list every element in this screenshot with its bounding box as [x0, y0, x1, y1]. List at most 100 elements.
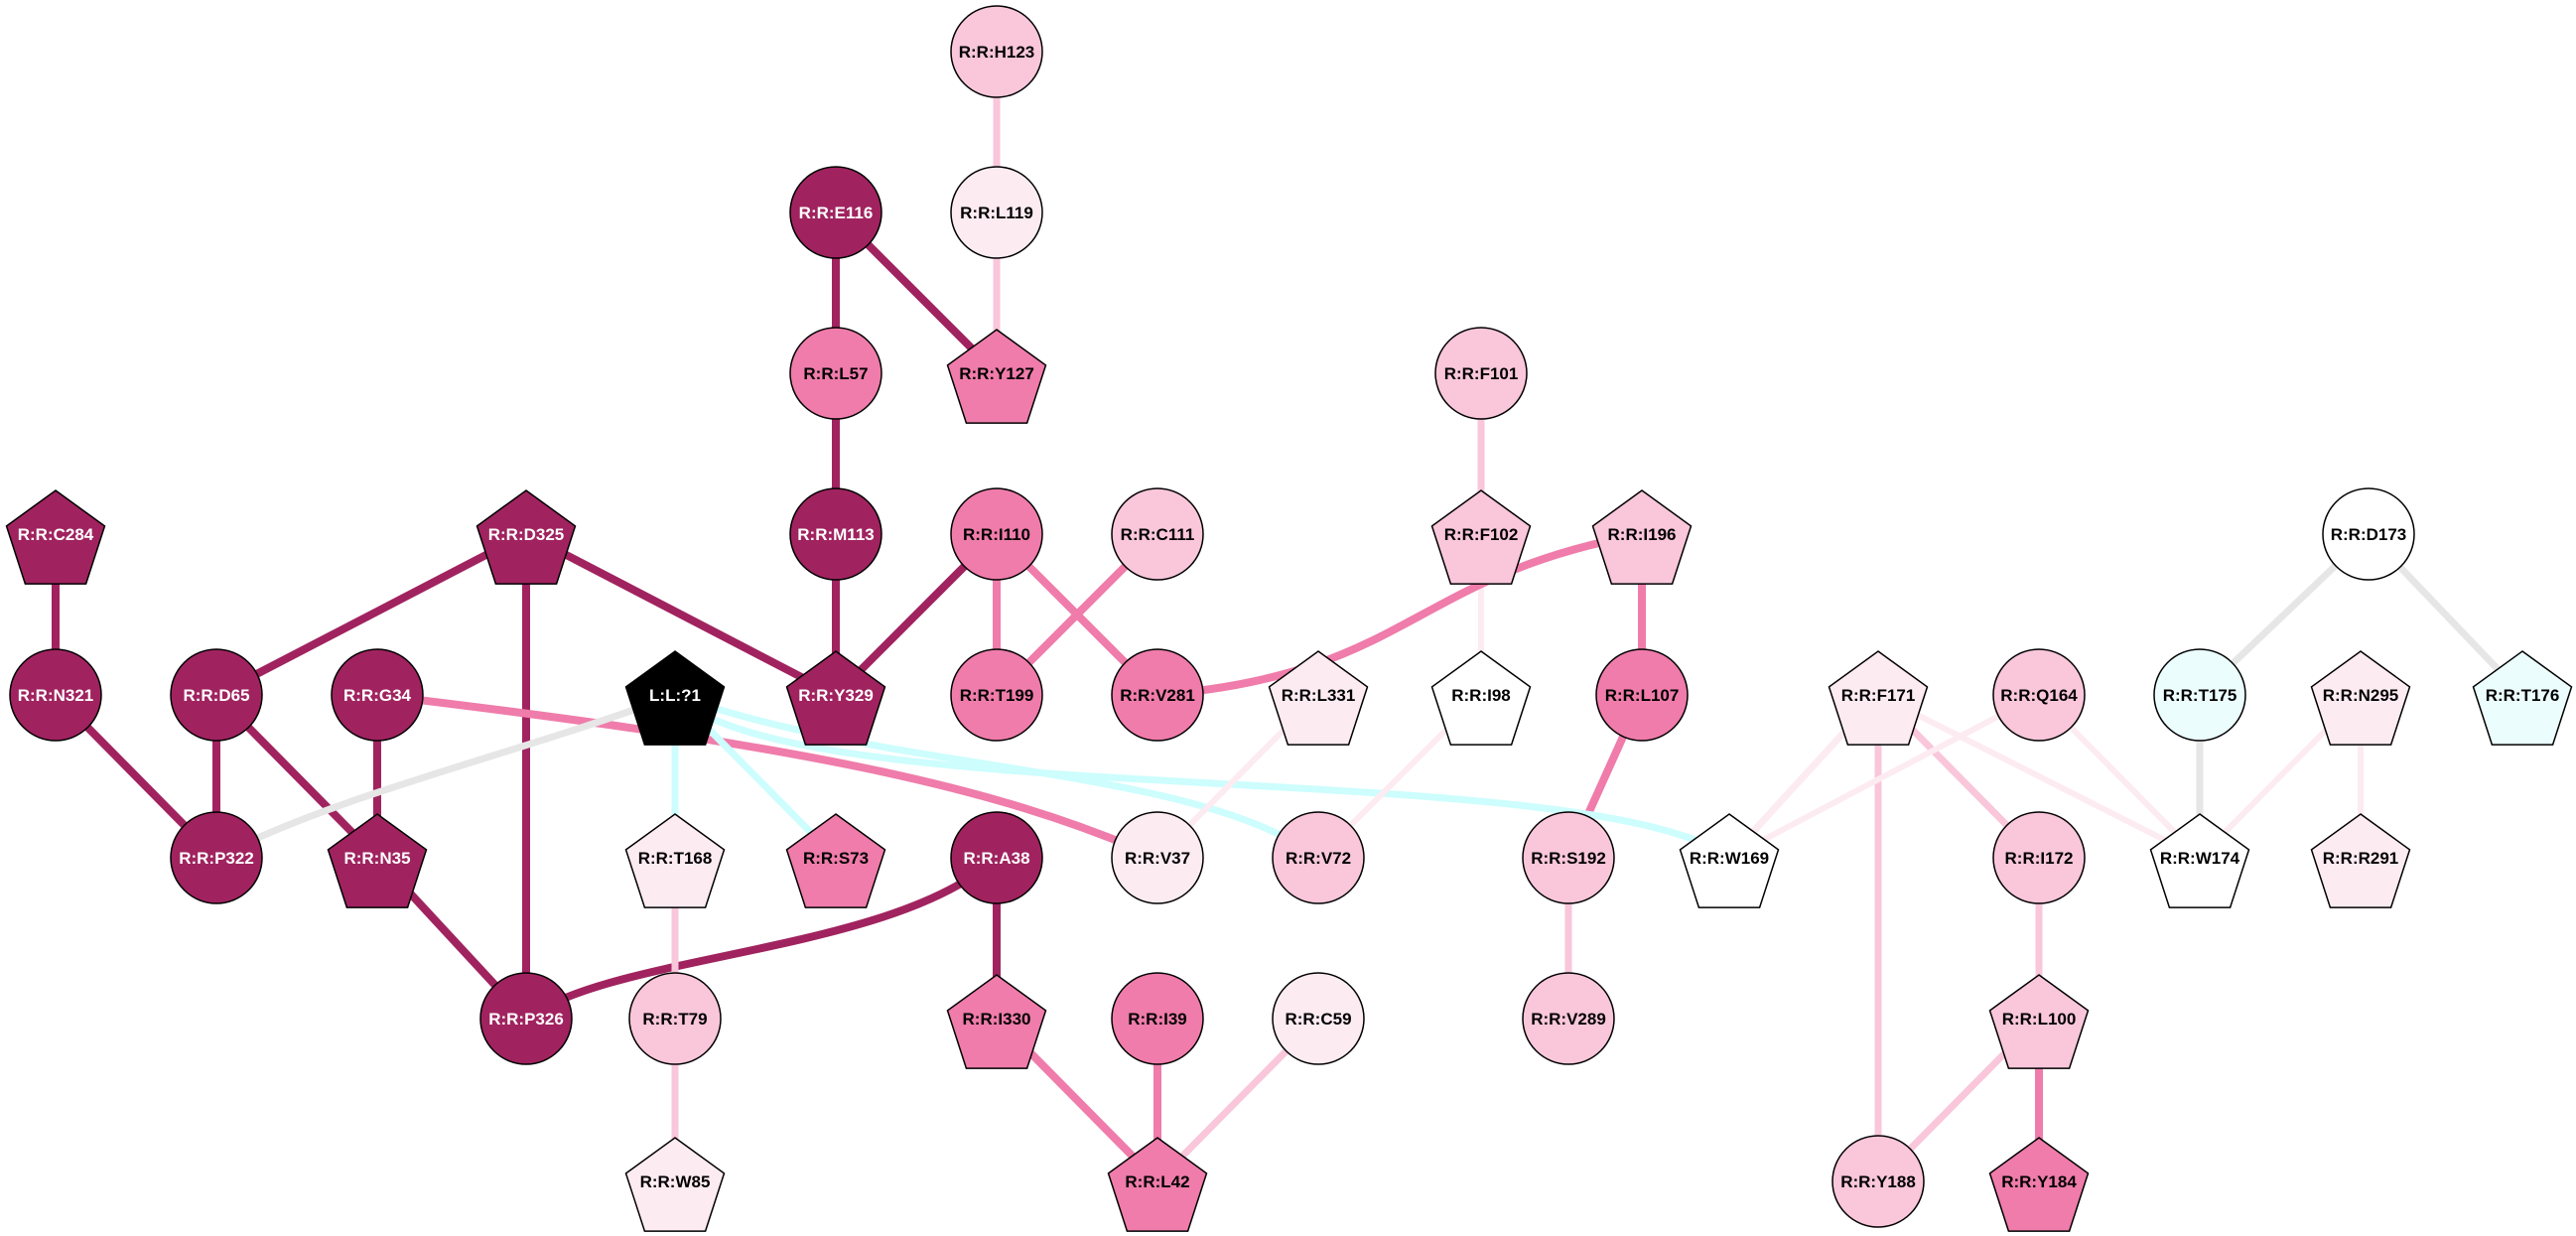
node-r-r-y188[interactable]: R:R:Y188 — [1831, 1135, 1925, 1228]
node-label: R:R:Y329 — [798, 686, 874, 705]
node-r-r-v281[interactable]: R:R:V281 — [1111, 648, 1204, 742]
node-label: R:R:V72 — [1286, 849, 1351, 868]
node-r-r-t168[interactable]: R:R:T168 — [624, 813, 726, 908]
node-r-r-e116[interactable]: R:R:E116 — [789, 166, 882, 259]
pentagon-node-shape — [1591, 489, 1693, 585]
node-label: R:R:L42 — [1125, 1172, 1189, 1191]
node-r-r-f101[interactable]: R:R:F101 — [1434, 327, 1528, 420]
node-r-r-i330[interactable]: R:R:I330 — [946, 974, 1047, 1069]
edge-r-r-i196-r-r-v281 — [1156, 530, 1643, 699]
node-label: R:R:E116 — [799, 204, 874, 222]
node-r-r-w169[interactable]: R:R:W169 — [1679, 813, 1780, 908]
edge-l-l-1-r-r-w169 — [672, 692, 1732, 861]
pentagon-node-shape — [946, 974, 1047, 1069]
node-r-r-t199[interactable]: R:R:T199 — [950, 648, 1043, 742]
node-r-r-p326[interactable]: R:R:P326 — [479, 972, 573, 1065]
node-label: R:R:P326 — [488, 1010, 564, 1029]
node-r-r-n295[interactable]: R:R:N295 — [2310, 650, 2411, 746]
node-label: R:R:L331 — [1282, 686, 1356, 705]
node-r-r-i110[interactable]: R:R:I110 — [950, 487, 1043, 581]
node-label: R:R:N295 — [2323, 686, 2399, 705]
node-label: R:R:N35 — [343, 849, 410, 868]
node-label: R:R:Y184 — [2001, 1172, 2077, 1191]
node-label: R:R:I196 — [1608, 525, 1677, 544]
node-r-r-l42[interactable]: R:R:L42 — [1107, 1137, 1208, 1232]
node-r-r-t176[interactable]: R:R:T176 — [2472, 650, 2573, 746]
node-label: R:R:P322 — [179, 849, 254, 868]
pentagon-node-shape — [946, 329, 1047, 424]
node-r-r-w174[interactable]: R:R:W174 — [2149, 813, 2250, 908]
node-r-r-s73[interactable]: R:R:S73 — [785, 813, 886, 908]
node-r-r-t175[interactable]: R:R:T175 — [2153, 648, 2246, 742]
pentagon-node-shape — [1268, 650, 1369, 746]
circle-node-shape — [479, 972, 573, 1065]
node-r-r-n321[interactable]: R:R:N321 — [9, 648, 102, 742]
node-r-r-f171[interactable]: R:R:F171 — [1828, 650, 1929, 746]
circle-node-shape — [1595, 648, 1689, 742]
node-r-r-m113[interactable]: R:R:M113 — [789, 487, 882, 581]
node-l-l-1[interactable]: L:L:?1 — [624, 650, 726, 746]
node-r-r-w85[interactable]: R:R:W85 — [624, 1137, 726, 1232]
node-r-r-a38[interactable]: R:R:A38 — [950, 811, 1043, 904]
pentagon-node-shape — [2149, 813, 2250, 908]
circle-node-shape — [331, 648, 424, 742]
pentagon-node-shape — [785, 813, 886, 908]
edge-l-l-1-r-r-p322 — [214, 691, 677, 862]
node-r-r-r291[interactable]: R:R:R291 — [2310, 813, 2411, 908]
node-r-r-i39[interactable]: R:R:I39 — [1111, 972, 1204, 1065]
node-r-r-c284[interactable]: R:R:C284 — [5, 489, 106, 585]
node-r-r-n35[interactable]: R:R:N35 — [327, 813, 428, 908]
circle-node-shape — [950, 487, 1043, 581]
edge-r-r-d325-r-r-d65 — [214, 530, 528, 699]
pentagon-node-shape — [1988, 1137, 2090, 1232]
circle-node-shape — [9, 648, 102, 742]
node-label: R:R:H123 — [959, 43, 1035, 62]
node-r-r-c59[interactable]: R:R:C59 — [1272, 972, 1365, 1065]
circle-node-shape — [1111, 972, 1204, 1065]
node-label: R:R:R291 — [2323, 849, 2399, 868]
node-r-r-v37[interactable]: R:R:V37 — [1111, 811, 1204, 904]
node-label: R:R:L57 — [803, 364, 868, 383]
node-r-r-y184[interactable]: R:R:Y184 — [1988, 1137, 2090, 1232]
node-r-r-d65[interactable]: R:R:D65 — [170, 648, 263, 742]
node-r-r-f102[interactable]: R:R:F102 — [1430, 489, 1532, 585]
circle-node-shape — [789, 487, 882, 581]
node-r-r-q164[interactable]: R:R:Q164 — [1992, 648, 2086, 742]
pentagon-node-shape — [1430, 489, 1532, 585]
node-r-r-l107[interactable]: R:R:L107 — [1595, 648, 1689, 742]
circle-node-shape — [1992, 811, 2086, 904]
pentagon-node-shape — [624, 813, 726, 908]
node-r-r-y127[interactable]: R:R:Y127 — [946, 329, 1047, 424]
node-r-r-i196[interactable]: R:R:I196 — [1591, 489, 1693, 585]
circle-node-shape — [1522, 972, 1615, 1065]
node-label: R:R:T176 — [2486, 686, 2560, 705]
node-label: R:R:S73 — [803, 849, 869, 868]
node-r-r-l57[interactable]: R:R:L57 — [789, 327, 882, 420]
node-r-r-t79[interactable]: R:R:T79 — [628, 972, 722, 1065]
node-r-r-y329[interactable]: R:R:Y329 — [785, 650, 886, 746]
node-r-r-i172[interactable]: R:R:I172 — [1992, 811, 2086, 904]
node-label: R:R:T199 — [960, 686, 1034, 705]
node-r-r-h123[interactable]: R:R:H123 — [950, 5, 1043, 98]
node-r-r-d325[interactable]: R:R:D325 — [475, 489, 577, 585]
node-label: R:R:V289 — [1531, 1010, 1606, 1029]
node-r-r-c111[interactable]: R:R:C111 — [1111, 487, 1204, 581]
circle-node-shape — [1111, 487, 1204, 581]
node-r-r-d173[interactable]: R:R:D173 — [2322, 487, 2415, 581]
node-r-r-l331[interactable]: R:R:L331 — [1268, 650, 1369, 746]
pentagon-node-shape — [1430, 650, 1532, 746]
circle-node-shape — [2153, 648, 2246, 742]
pentagon-node-shape — [2310, 650, 2411, 746]
node-r-r-p322[interactable]: R:R:P322 — [170, 811, 263, 904]
node-r-r-v289[interactable]: R:R:V289 — [1522, 972, 1615, 1065]
node-label: R:R:G34 — [343, 686, 412, 705]
node-r-r-l119[interactable]: R:R:L119 — [950, 166, 1043, 259]
pentagon-node-shape — [785, 650, 886, 746]
node-r-r-l100[interactable]: R:R:L100 — [1988, 974, 2090, 1069]
circle-node-shape — [1272, 811, 1365, 904]
node-label: R:R:C284 — [18, 525, 94, 544]
node-r-r-v72[interactable]: R:R:V72 — [1272, 811, 1365, 904]
node-r-r-i98[interactable]: R:R:I98 — [1430, 650, 1532, 746]
node-r-r-s192[interactable]: R:R:S192 — [1522, 811, 1615, 904]
node-r-r-g34[interactable]: R:R:G34 — [331, 648, 424, 742]
